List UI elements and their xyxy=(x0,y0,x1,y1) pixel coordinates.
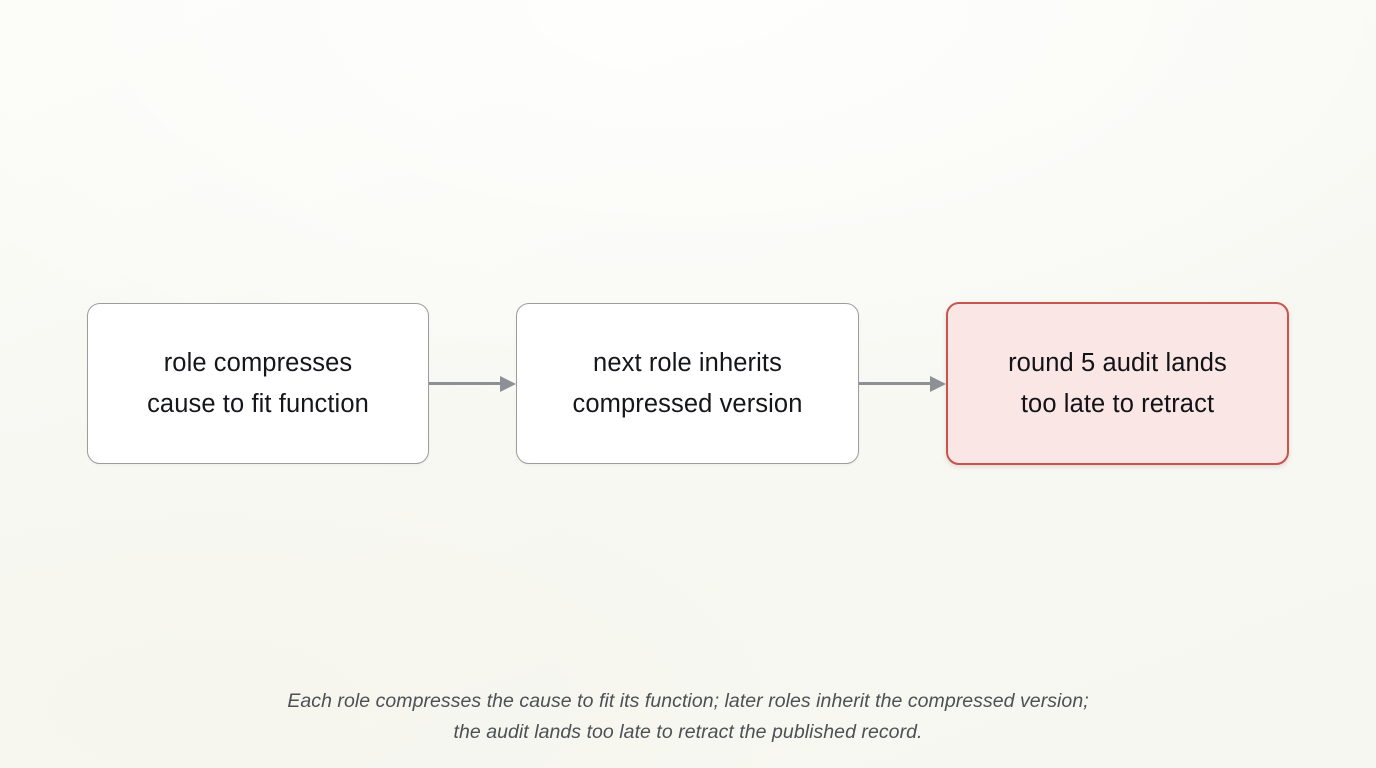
flow-node-label: role compresses cause to fit function xyxy=(147,348,369,418)
diagram-caption: Each role compresses the cause to fit it… xyxy=(287,690,1089,743)
flow-node-role-compresses[interactable]: role compresses cause to fit function xyxy=(87,303,429,464)
flow-connector-arrow-2 xyxy=(859,374,946,394)
arrow-head-icon xyxy=(930,376,946,392)
flow-node-round-5-audit[interactable]: round 5 audit lands too late to retract xyxy=(946,302,1289,465)
flow-node-label: round 5 audit lands too late to retract xyxy=(1008,348,1227,418)
arrow-shaft xyxy=(429,382,501,385)
arrow-head-icon xyxy=(500,376,516,392)
flow-node-next-role-inherits[interactable]: next role inherits compressed version xyxy=(516,303,859,464)
arrow-shaft xyxy=(859,382,931,385)
flow-connector-arrow-1 xyxy=(429,374,516,394)
flow-node-label: next role inherits compressed version xyxy=(572,348,803,418)
